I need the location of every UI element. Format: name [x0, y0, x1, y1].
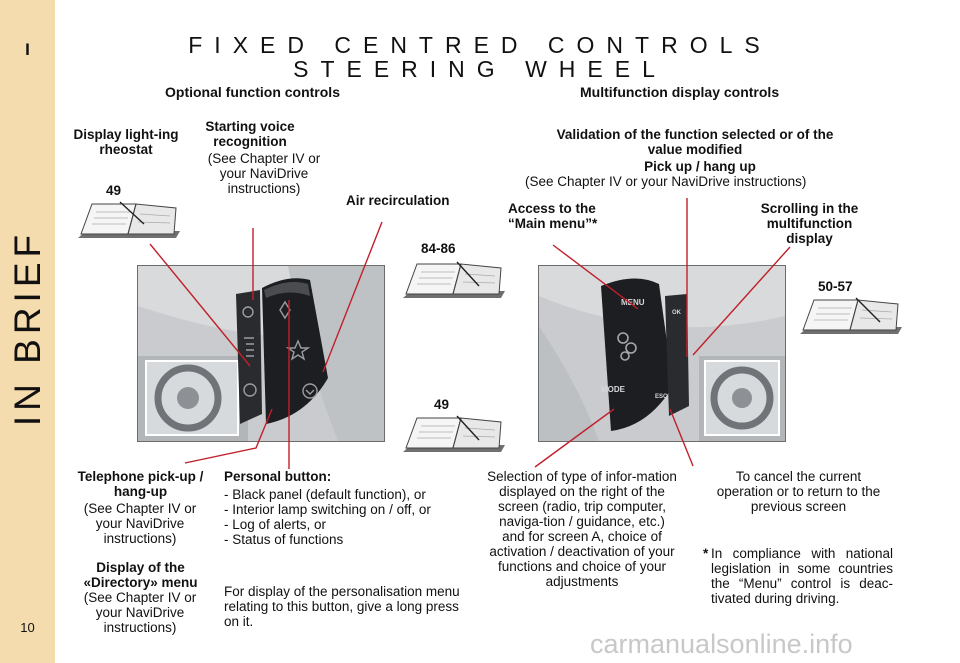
personal-option: - Log of alerts, or — [224, 517, 327, 532]
esc-button-label: ESC — [655, 394, 668, 400]
right-controls-photo: MENU MODE OK ESC — [538, 265, 786, 442]
watermark: carmanualsonline.info — [590, 629, 853, 659]
pickup-note: (See Chapter IV or your NaviDrive instru… — [525, 174, 807, 189]
personal-option: - Status of functions — [224, 532, 344, 547]
display-rheostat-label: Display light-ing rheostat — [73, 127, 179, 157]
mode-description: Selection of type of infor-mation displa… — [487, 469, 677, 589]
footnote-text: In compliance with national legislation … — [711, 546, 893, 606]
chapter-letter: I — [25, 40, 30, 59]
page-subtitle: STEERING WHEEL — [293, 56, 667, 82]
personal-button-title: Personal button: — [224, 469, 332, 484]
page-title: FIXED CENTRED CONTROLS — [188, 32, 772, 58]
validation-label: Validation of the function selected or o… — [556, 127, 834, 157]
scrolling-label: Scrolling in the multifunction display — [760, 201, 859, 246]
telephone-note: (See Chapter IV or your NaviDrive instru… — [83, 501, 197, 546]
directory-note: (See Chapter IV or your NaviDrive instru… — [83, 590, 197, 635]
telephone-title: Telephone pick-up / hang-up — [77, 469, 204, 499]
mode-button-label: MODE — [601, 385, 625, 394]
page-number: 10 — [20, 620, 35, 635]
air-recirculation-label: Air recirculation — [346, 193, 450, 208]
pickup-title: Pick up / hang up — [644, 159, 756, 174]
personal-button-note: For display of the personalisation menu … — [224, 584, 460, 629]
page-reference-50-57: 50-57 — [818, 279, 853, 294]
book-icon — [800, 297, 902, 334]
directory-title: Display of the «Directory» menu — [83, 560, 198, 590]
section-heading-optional: Optional function controls — [165, 84, 340, 100]
footnote-marker: * — [703, 546, 709, 561]
esc-description: To cancel the current operation or to re… — [716, 469, 881, 514]
personal-option: - Black panel (default function), or — [224, 487, 426, 502]
chapter-sidebar — [0, 0, 55, 663]
ok-button-label: OK — [672, 310, 681, 316]
left-controls-photo — [137, 265, 385, 442]
page-reference-49-bottom: 49 — [434, 397, 450, 412]
book-icon — [403, 415, 505, 452]
personal-button-options: - Black panel (default function), or - I… — [224, 487, 468, 547]
voice-recognition-note: (See Chapter IV or your NaviDrive instru… — [207, 151, 321, 196]
section-heading-multifunction: Multifunction display controls — [580, 84, 780, 100]
book-icon — [78, 201, 180, 238]
page-reference-84-86: 84-86 — [421, 241, 456, 256]
personal-option: - Interior lamp switching on / off, or — [224, 502, 431, 517]
menu-button-label: MENU — [621, 298, 645, 307]
book-icon — [403, 261, 505, 298]
voice-recognition-title: Starting voice recognition — [205, 119, 295, 149]
page-reference-49-top: 49 — [106, 183, 122, 198]
main-menu-label: Access to the “Main menu”* — [508, 201, 598, 231]
